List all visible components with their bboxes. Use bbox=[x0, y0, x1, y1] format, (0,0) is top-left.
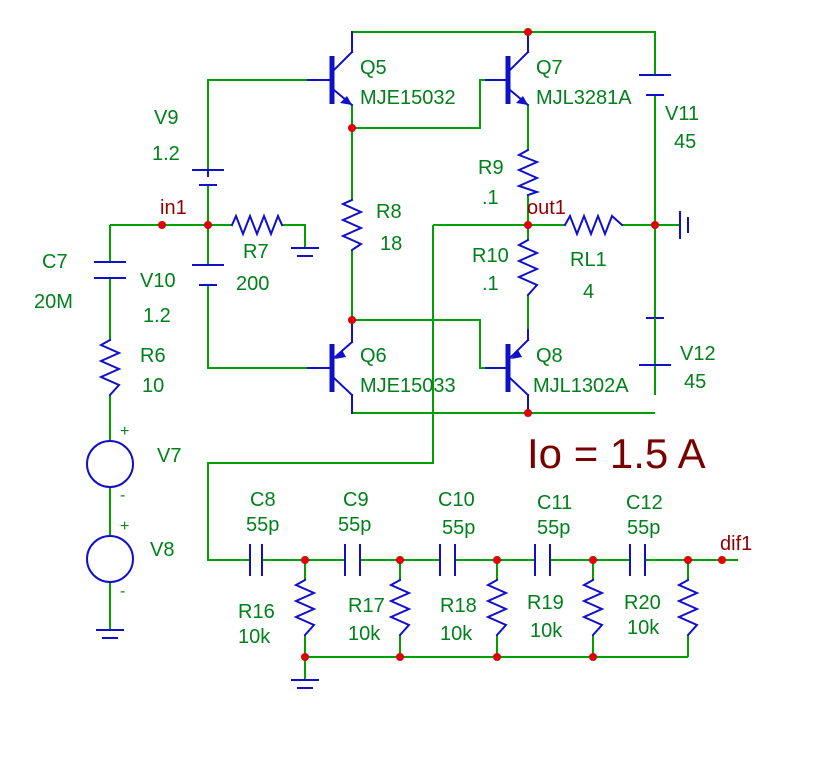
r7-name: R7 bbox=[243, 241, 269, 263]
v12-value: 45 bbox=[684, 371, 706, 393]
r20-value: 10k bbox=[627, 617, 660, 639]
output-current-annotation: Io = 1.5 A bbox=[527, 430, 706, 477]
resistor-r16 bbox=[293, 578, 317, 637]
resistor-r20 bbox=[676, 578, 700, 637]
battery-v12 bbox=[639, 317, 671, 366]
v8-name: V8 bbox=[150, 539, 174, 561]
q7-part: MJL3281A bbox=[536, 87, 632, 109]
v8-plus: + bbox=[120, 518, 129, 535]
r8-value: 18 bbox=[380, 233, 402, 255]
source-v8: + - bbox=[86, 518, 134, 600]
r9-name: R9 bbox=[478, 157, 504, 179]
c9-value: 55p bbox=[338, 514, 371, 536]
v9-name: V9 bbox=[154, 107, 178, 129]
q6-emitter-arrow bbox=[335, 350, 346, 359]
c7-value: 20M bbox=[34, 291, 73, 313]
v10-value: 1.2 bbox=[143, 305, 171, 327]
wires bbox=[109, 31, 738, 680]
resistor-rl1 bbox=[563, 213, 624, 237]
v11-name: V11 bbox=[665, 103, 699, 125]
r7-value: 200 bbox=[236, 273, 269, 295]
q6-part: MJE15033 bbox=[360, 375, 456, 397]
capacitor-c10 bbox=[439, 544, 456, 576]
r20-name: R20 bbox=[624, 592, 661, 614]
c7-name: C7 bbox=[42, 251, 68, 273]
v9-value: 1.2 bbox=[152, 143, 180, 165]
net-label-dif1: dif1 bbox=[720, 533, 752, 555]
q6-name: Q6 bbox=[360, 345, 387, 367]
c11-name: C11 bbox=[537, 492, 572, 514]
r16-value: 10k bbox=[238, 626, 271, 648]
battery-v11 bbox=[639, 74, 671, 96]
v7-plus: + bbox=[120, 423, 129, 440]
v7-minus: - bbox=[120, 487, 125, 504]
capacitor-c8 bbox=[245, 544, 263, 576]
net-label-out1: out1 bbox=[527, 197, 566, 219]
resistor-r19 bbox=[581, 578, 605, 637]
c12-value: 55p bbox=[627, 517, 660, 539]
r19-value: 10k bbox=[530, 620, 563, 642]
transistor-q6 bbox=[307, 319, 354, 414]
resistor-r18 bbox=[485, 578, 509, 637]
resistor-r7 bbox=[230, 213, 284, 237]
capacitor-c12 bbox=[629, 544, 646, 576]
q8-name: Q8 bbox=[536, 345, 563, 367]
q8-part: MJL1302A bbox=[533, 375, 629, 397]
battery-v9 bbox=[192, 169, 224, 186]
q7-emitter-arrow bbox=[516, 96, 528, 105]
c12-name: C12 bbox=[626, 492, 663, 514]
c8-name: C8 bbox=[250, 489, 276, 511]
r17-name: R17 bbox=[348, 595, 385, 617]
c8-value: 55p bbox=[246, 514, 279, 536]
transistor-q5 bbox=[307, 31, 354, 107]
ground-icon bbox=[291, 679, 319, 689]
q8-emitter-arrow bbox=[511, 350, 522, 359]
q5-part: MJE15032 bbox=[360, 87, 456, 109]
capacitor-c9 bbox=[344, 544, 361, 576]
transistor-q7 bbox=[485, 31, 530, 107]
resistor-r6 bbox=[98, 338, 122, 397]
v8-minus: - bbox=[120, 583, 125, 600]
ground-icon bbox=[679, 211, 689, 239]
resistor-r8 bbox=[340, 198, 364, 252]
r8-name: R8 bbox=[376, 201, 402, 223]
r6-value: 10 bbox=[142, 375, 164, 397]
r18-value: 10k bbox=[440, 623, 473, 645]
r18-name: R18 bbox=[440, 595, 477, 617]
ground-icon bbox=[96, 629, 124, 639]
r10-name: R10 bbox=[472, 245, 509, 267]
r10-value: .1 bbox=[482, 273, 499, 295]
battery-v10 bbox=[192, 264, 224, 286]
rl1-name: RL1 bbox=[570, 249, 607, 271]
resistor-r17 bbox=[388, 578, 412, 637]
v11-value: 45 bbox=[674, 131, 696, 153]
r17-value: 10k bbox=[348, 623, 381, 645]
capacitor-c7 bbox=[94, 261, 126, 279]
v12-name: V12 bbox=[680, 343, 716, 365]
ground-icon bbox=[291, 247, 319, 257]
c9-name: C9 bbox=[343, 489, 369, 511]
q5-name: Q5 bbox=[360, 57, 387, 79]
v10-name: V10 bbox=[140, 270, 176, 292]
c11-value: 55p bbox=[537, 517, 570, 539]
r19-name: R19 bbox=[527, 592, 564, 614]
resistor-r9 bbox=[516, 148, 541, 197]
c10-name: C10 bbox=[438, 489, 475, 511]
r9-value: .1 bbox=[482, 187, 499, 209]
transistor-q8 bbox=[485, 329, 530, 414]
r6-name: R6 bbox=[140, 345, 166, 367]
rl1-value: 4 bbox=[583, 281, 594, 303]
source-v7: + - bbox=[86, 423, 134, 504]
resistor-r10 bbox=[516, 238, 540, 297]
q7-name: Q7 bbox=[536, 57, 563, 79]
capacitor-c11 bbox=[534, 544, 551, 576]
q5-emitter-arrow bbox=[340, 96, 352, 105]
v7-name: V7 bbox=[157, 445, 181, 467]
junction-dots bbox=[158, 28, 726, 661]
net-label-in1: in1 bbox=[160, 197, 187, 219]
r16-name: R16 bbox=[238, 601, 275, 623]
c10-value: 55p bbox=[442, 517, 475, 539]
